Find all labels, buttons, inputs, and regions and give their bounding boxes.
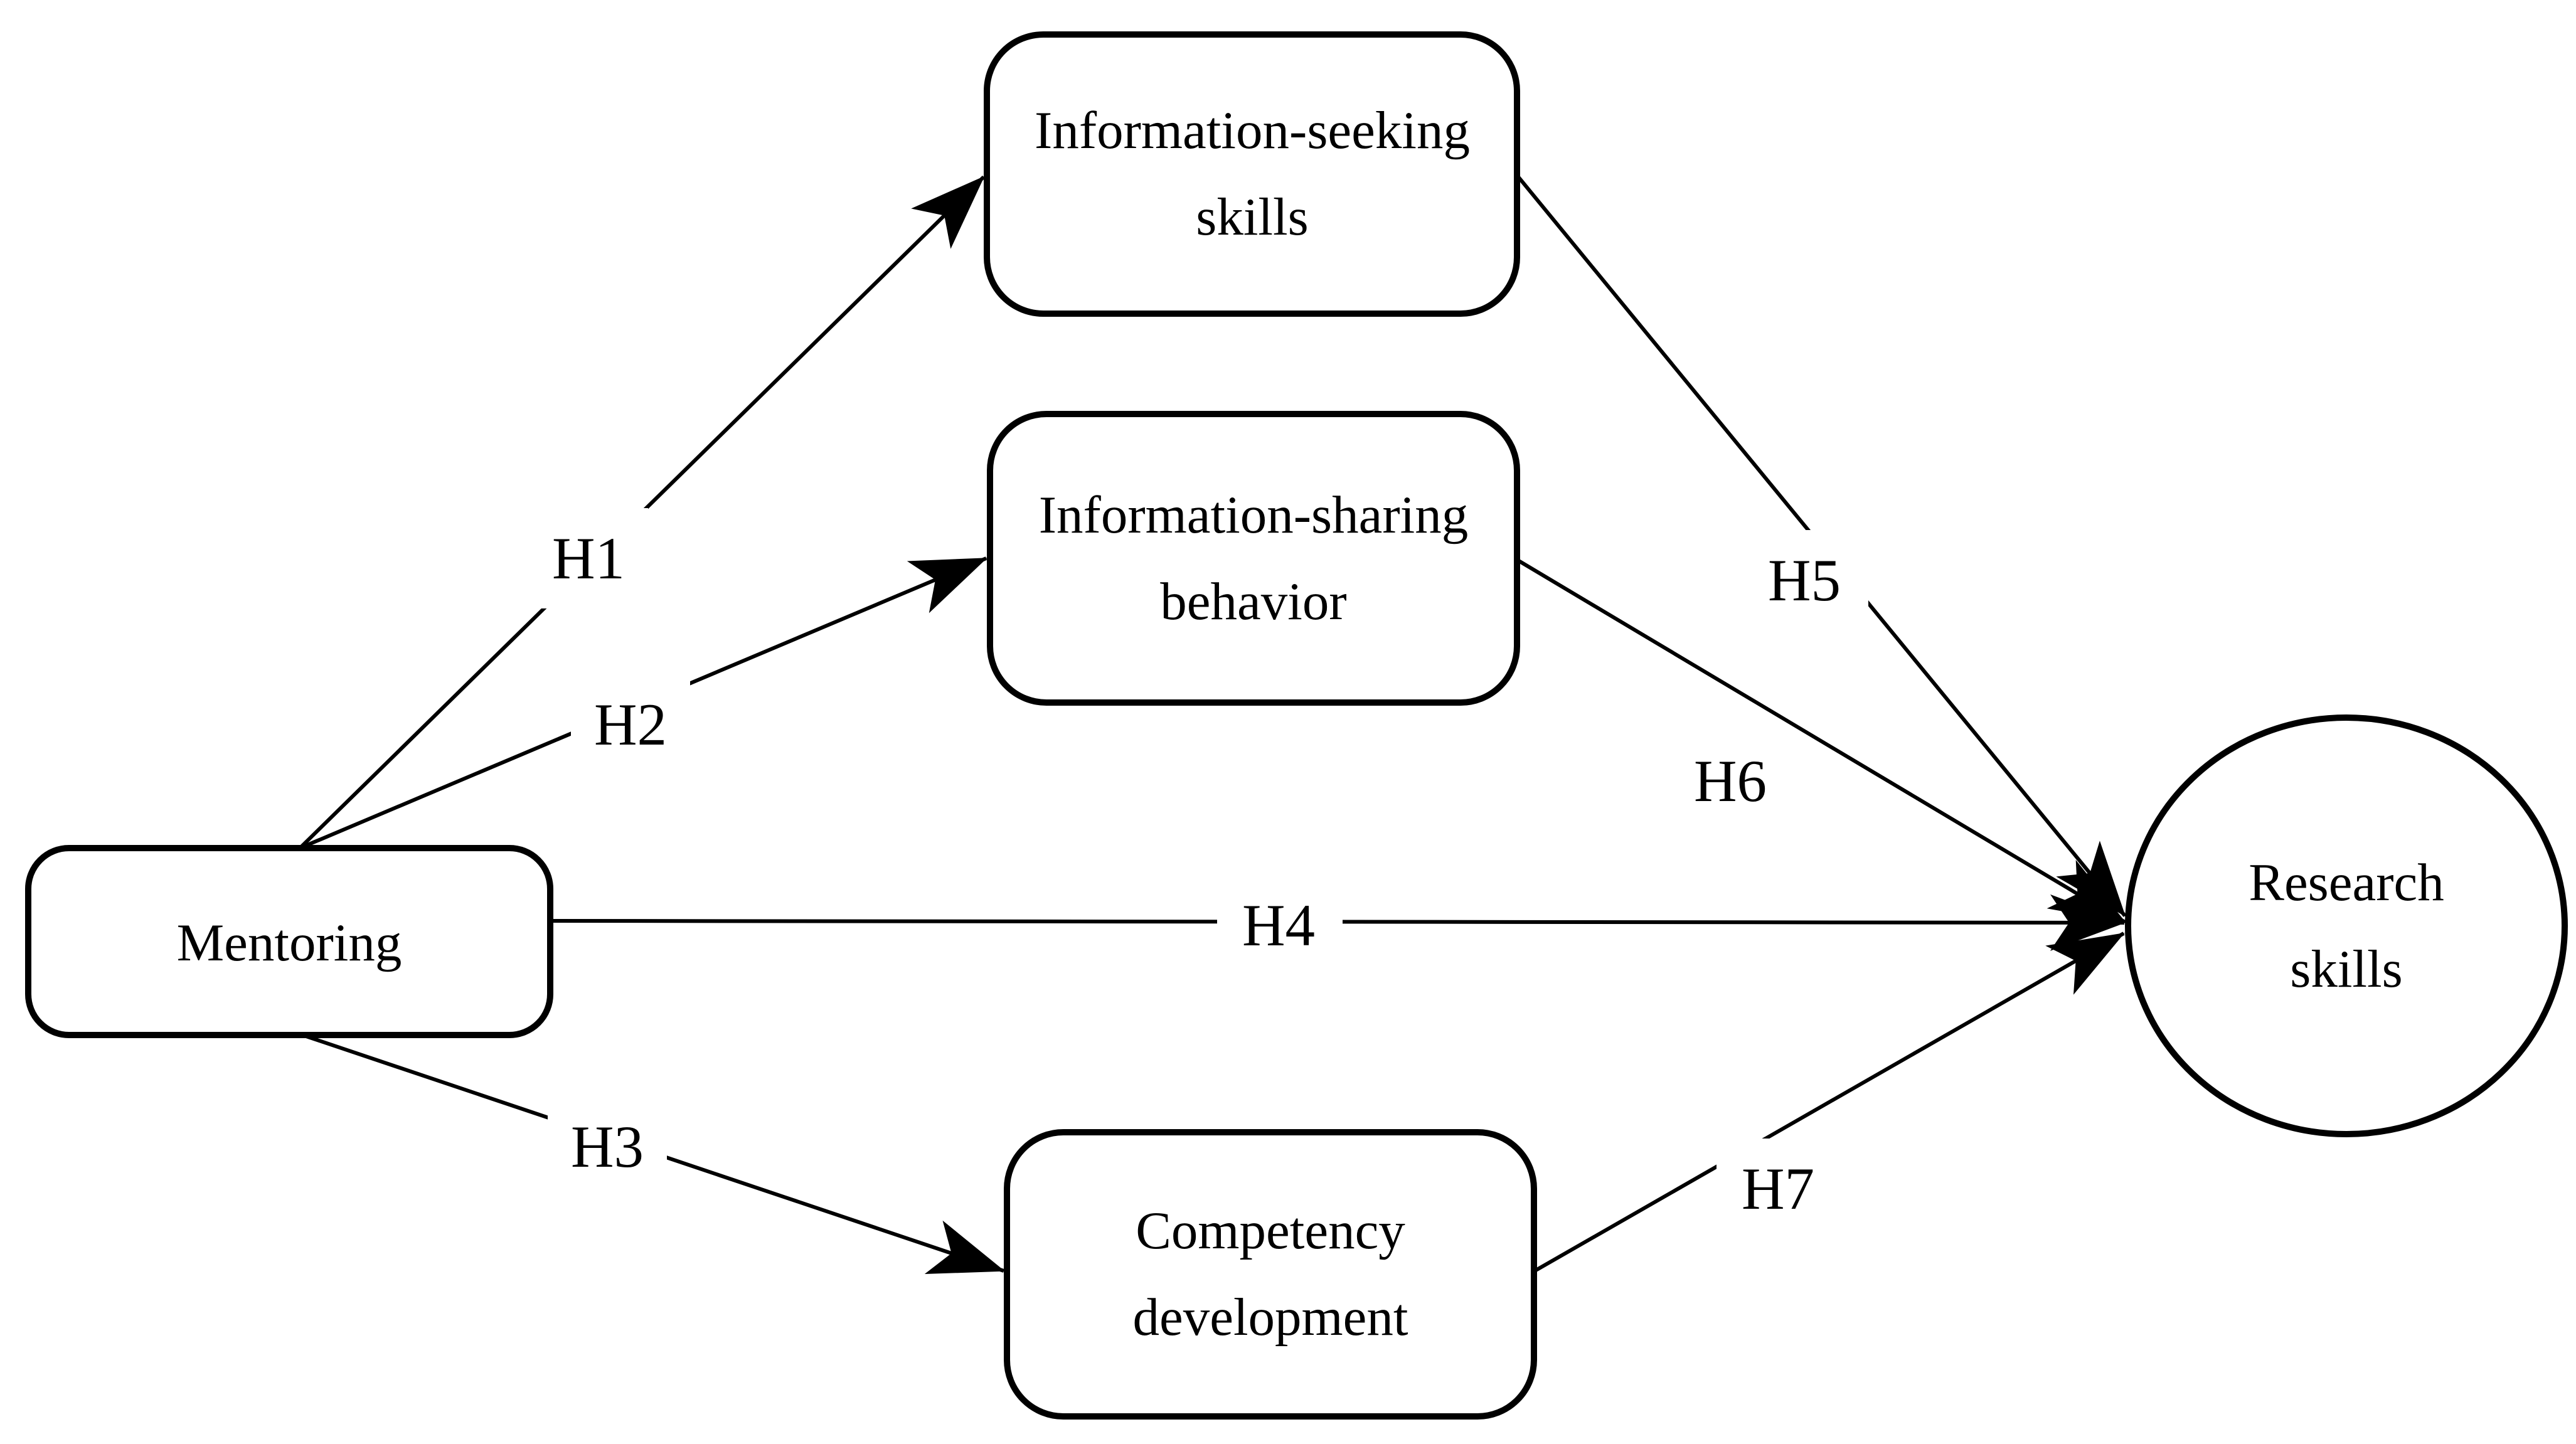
label-h3-backdrop bbox=[548, 1096, 667, 1197]
research-skills-label-line2: skills bbox=[2290, 940, 2403, 999]
label-h4-backdrop bbox=[1217, 875, 1343, 975]
label-h6: H6 bbox=[1694, 748, 1767, 814]
label-h1-backdrop bbox=[529, 508, 648, 608]
competency-development-box bbox=[1004, 1129, 1537, 1420]
node-information-sharing-behavior: Information-sharing behavior bbox=[987, 411, 1520, 706]
label-h2: H2 bbox=[594, 691, 667, 758]
mentoring-label: Mentoring bbox=[177, 913, 402, 972]
information-sharing-behavior-label-line2: behavior bbox=[1160, 572, 1346, 631]
arrow-h7 bbox=[1535, 932, 2125, 1272]
label-h6-backdrop bbox=[1669, 731, 1794, 831]
node-information-seeking-skills: Information-seeking skills bbox=[984, 31, 1520, 317]
label-h5: H5 bbox=[1768, 547, 1841, 613]
information-sharing-behavior-box bbox=[987, 411, 1520, 706]
label-h1: H1 bbox=[552, 525, 625, 592]
mentoring-box bbox=[25, 845, 553, 1038]
competency-development-label-line2: development bbox=[1132, 1288, 1408, 1347]
label-h7-backdrop bbox=[1716, 1139, 1842, 1239]
competency-development-label-line1: Competency bbox=[1136, 1201, 1405, 1260]
information-seeking-skills-label-line1: Information-seeking bbox=[1035, 101, 1470, 160]
arrow-h6 bbox=[1516, 558, 2126, 924]
research-skills-ellipse bbox=[2125, 714, 2568, 1137]
information-sharing-behavior-label-line1: Information-sharing bbox=[1039, 486, 1469, 544]
node-research-skills: Research skills bbox=[2125, 714, 2568, 1137]
path-label-layer: H1 H2 H3 H4 H5 H6 H7 bbox=[529, 508, 1868, 1239]
label-h3: H3 bbox=[571, 1113, 644, 1180]
node-layer: Mentoring Information-seeking skills Inf… bbox=[25, 31, 2568, 1420]
information-seeking-skills-box bbox=[984, 31, 1520, 317]
information-seeking-skills-label-line2: skills bbox=[1196, 188, 1309, 247]
label-h4: H4 bbox=[1242, 892, 1315, 958]
node-competency-development: Competency development bbox=[1004, 1129, 1537, 1420]
label-h2-backdrop bbox=[571, 674, 690, 775]
label-h5-backdrop bbox=[1743, 530, 1868, 630]
label-h7: H7 bbox=[1742, 1155, 1814, 1222]
research-skills-label-line1: Research bbox=[2249, 853, 2444, 912]
node-mentoring: Mentoring bbox=[25, 845, 553, 1038]
